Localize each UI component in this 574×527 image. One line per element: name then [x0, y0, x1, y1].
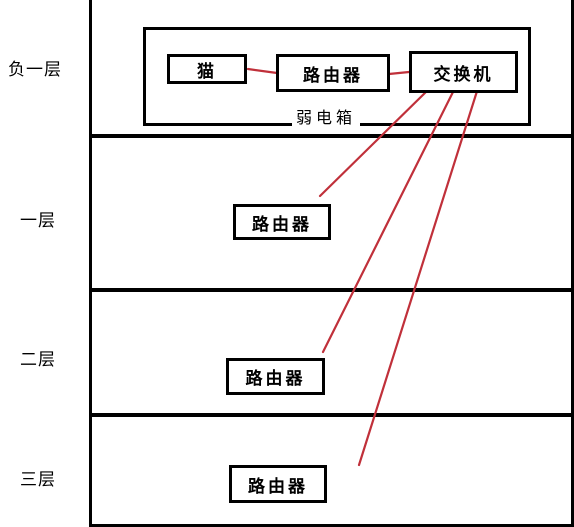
second-floor-router-box: 路由器	[226, 358, 325, 395]
floor-divider-first	[90, 288, 572, 292]
first-floor-router-box: 路由器	[233, 204, 331, 240]
cabinet-label: 弱电箱	[292, 104, 361, 128]
cabinet-router-box: 路由器	[276, 54, 390, 92]
floor-divider-basement	[90, 134, 572, 138]
wires	[246, 67, 480, 467]
building-outline	[89, 0, 574, 527]
floor-label-basement: 负一层	[8, 60, 62, 80]
floor-divider-second	[90, 413, 572, 417]
wire-router-switch	[387, 70, 411, 76]
wire-modem-router	[246, 67, 279, 75]
switch-box: 交换机	[409, 51, 518, 93]
modem-box: 猫	[167, 54, 247, 84]
floor-label-third: 三层	[20, 470, 56, 490]
wire-switch-third-floor	[357, 86, 480, 467]
wire-switch-second-floor	[321, 86, 457, 354]
floor-label-first: 一层	[20, 211, 56, 231]
wire-switch-first-floor	[318, 86, 432, 198]
third-floor-router-box: 路由器	[229, 465, 327, 503]
floor-label-second: 二层	[20, 350, 56, 370]
